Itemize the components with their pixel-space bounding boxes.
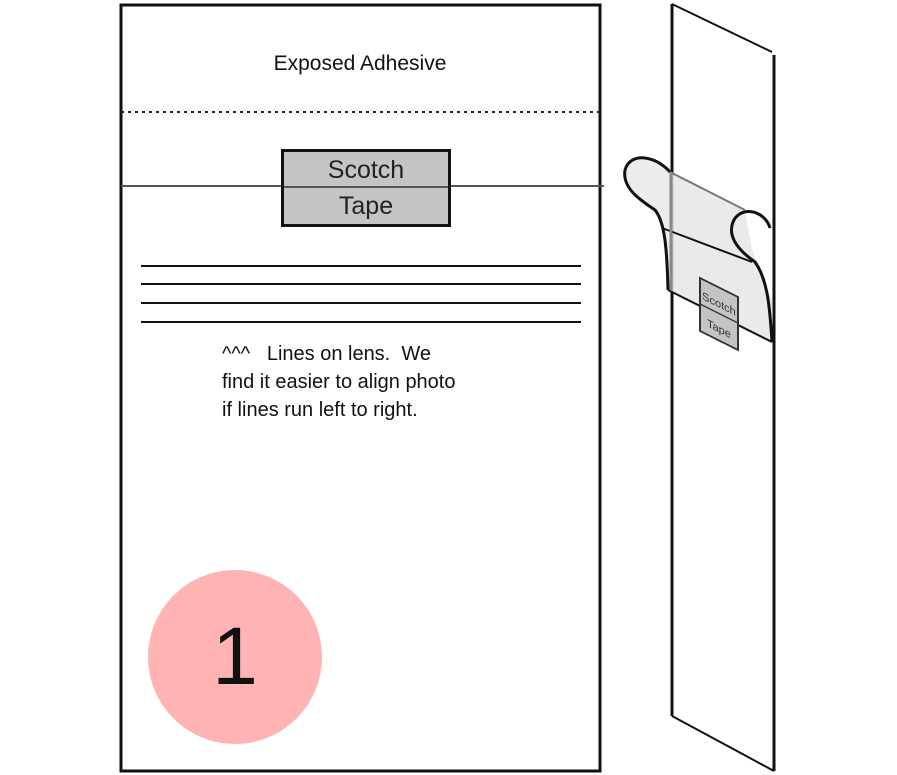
- photo-card-outline: [119, 3, 602, 773]
- curled-tape: [623, 156, 774, 343]
- lens-lines: [141, 265, 581, 323]
- tape-label-line1: Scotch: [284, 152, 448, 188]
- exposed-adhesive-label: Exposed Adhesive: [273, 52, 447, 75]
- lens-lines-note: ^^^ Lines on lens. We find it easier to …: [222, 343, 456, 421]
- side-view-strip: [670, 3, 776, 772]
- step-number-badge: 1: [148, 570, 322, 744]
- tape-label-line2: Tape: [338, 192, 394, 220]
- side-tape-label: Scotch Tape: [699, 276, 739, 352]
- scotch-tape-label: Scotch Tape: [281, 149, 451, 227]
